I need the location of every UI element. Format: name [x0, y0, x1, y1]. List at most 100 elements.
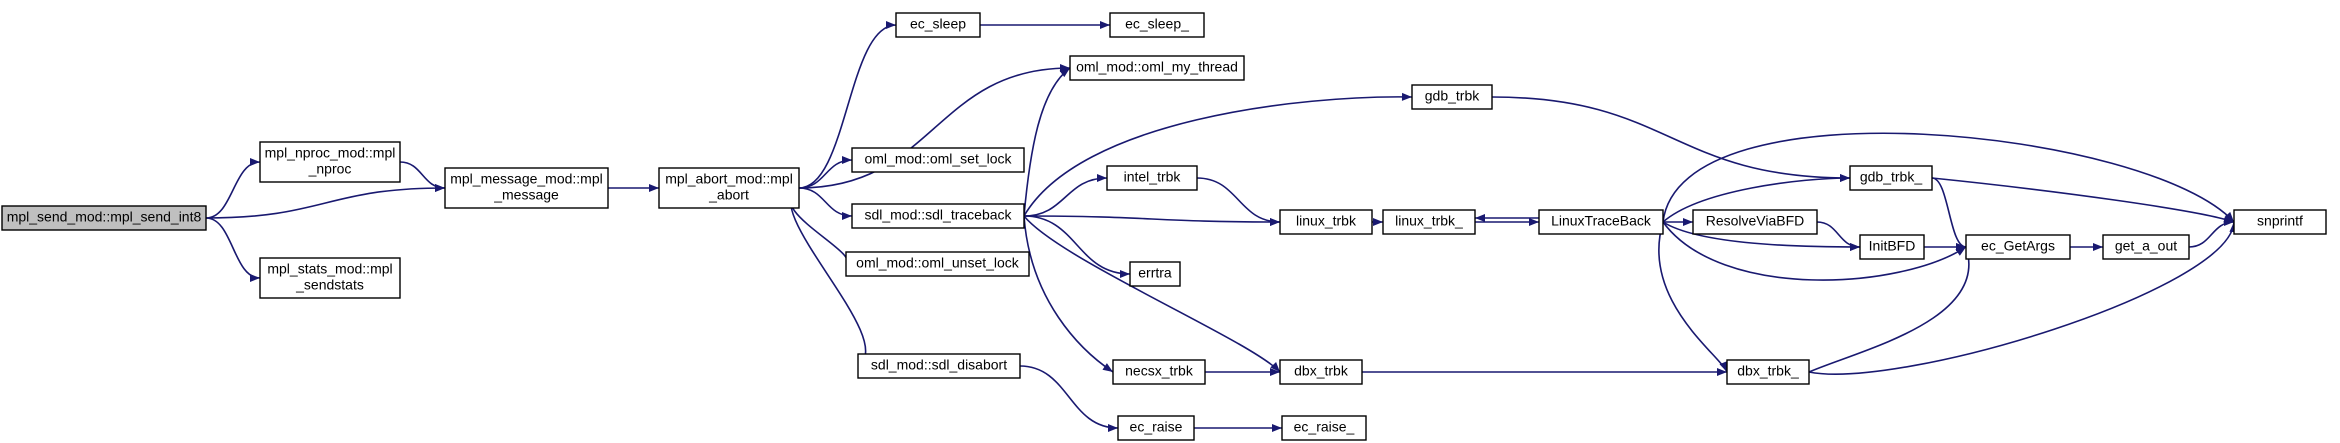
call-edge-LinuxTraceBack-to-ec_GetArgs [1662, 221, 1967, 281]
node-box[interactable] [1859, 234, 1925, 260]
node-box[interactable] [1692, 209, 1818, 235]
node-mpl_abort[interactable]: mpl_abort_mod::mpl_abort [658, 167, 800, 209]
call-edge-mpl_send_int8-to-mpl_nproc [205, 161, 261, 219]
node-ec_GetArgs[interactable]: ec_GetArgs [1965, 234, 2071, 260]
node-ResolveViaBFD[interactable]: ResolveViaBFD [1692, 209, 1818, 235]
edge-arrowhead [1401, 92, 1412, 101]
edges-layer [205, 21, 2238, 432]
node-label: mpl_send_mod::mpl_send_int8 [7, 209, 202, 225]
edge-arrowhead [1108, 424, 1118, 432]
node-mpl_nproc[interactable]: mpl_nproc_mod::mpl_nproc [259, 141, 401, 183]
node-dbx_trbk_[interactable]: dbx_trbk_ [1726, 359, 1810, 385]
node-box[interactable] [259, 141, 401, 183]
call-edge-mpl_abort-to-sdl_traceback [798, 187, 853, 217]
node-label: ec_GetArgs [1981, 238, 2055, 254]
call-edge-sdl_traceback-to-errtra [1023, 215, 1131, 275]
edge-arrowhead [1270, 218, 1280, 226]
node-box[interactable] [1279, 209, 1373, 235]
node-label: sdl_mod::sdl_traceback [864, 207, 1012, 223]
node-box[interactable] [851, 203, 1025, 229]
node-mpl_message[interactable]: mpl_message_mod::mpl_message [444, 167, 609, 209]
call-edge-LinuxTraceBack-to-snprintf [1662, 132, 2235, 223]
node-box[interactable] [857, 353, 1021, 379]
node-box[interactable] [1281, 415, 1367, 441]
edge-arrowhead [1529, 218, 1539, 226]
node-label: linux_trbk_ [1395, 213, 1463, 229]
node-errtra[interactable]: errtra [1129, 261, 1181, 287]
node-label: _abort [708, 187, 749, 203]
node-linux_trbk_[interactable]: linux_trbk_ [1382, 209, 1476, 235]
call-edge-mpl_abort-to-oml_my_thread [798, 67, 1071, 189]
call-edge-mpl_send_int8-to-mpl_message [205, 187, 446, 219]
call-edge-intel_trbk-to-linux_trbk [1196, 177, 1281, 223]
node-box[interactable] [2102, 234, 2190, 260]
node-gdb_trbk[interactable]: gdb_trbk [1411, 84, 1493, 110]
call-edge-mpl_abort-to-ec_sleep [798, 24, 897, 189]
node-label: snprintf [2257, 213, 2303, 229]
node-oml_my_thread[interactable]: oml_mod::oml_my_thread [1069, 55, 1245, 81]
node-sdl_traceback[interactable]: sdl_mod::sdl_traceback [851, 203, 1025, 229]
edge-arrowhead [842, 212, 852, 220]
node-box[interactable] [1112, 359, 1206, 385]
node-label: LinuxTraceBack [1551, 213, 1652, 229]
node-box[interactable] [1849, 165, 1933, 191]
node-InitBFD[interactable]: InitBFD [1859, 234, 1925, 260]
node-box[interactable] [895, 12, 981, 38]
node-snprintf[interactable]: snprintf [2233, 209, 2327, 235]
call-edge-dbx_trbk_-to-snprintf [1808, 221, 2235, 375]
node-box[interactable] [658, 167, 800, 209]
node-box[interactable] [1106, 165, 1198, 191]
node-dbx_trbk[interactable]: dbx_trbk [1279, 359, 1363, 385]
node-sdl_disabort[interactable]: sdl_mod::sdl_disabort [857, 353, 1021, 379]
node-box[interactable] [1726, 359, 1810, 385]
node-box[interactable] [1069, 55, 1245, 81]
node-label: mpl_stats_mod::mpl [267, 261, 392, 277]
node-box[interactable] [1129, 261, 1181, 287]
node-box[interactable] [1117, 415, 1195, 441]
node-ec_raise_[interactable]: ec_raise_ [1281, 415, 1367, 441]
node-box[interactable] [1382, 209, 1476, 235]
node-box[interactable] [1279, 359, 1363, 385]
node-label: necsx_trbk [1125, 363, 1194, 379]
call-edge-get_a_out-to-snprintf [2188, 221, 2235, 248]
call-edge-sdl_traceback-to-necsx_trbk [1023, 215, 1114, 373]
call-edge-sdl_traceback-to-gdb_trbk [1023, 96, 1413, 217]
node-necsx_trbk[interactable]: necsx_trbk [1112, 359, 1206, 385]
node-box[interactable] [1, 205, 207, 231]
node-intel_trbk[interactable]: intel_trbk [1106, 165, 1198, 191]
edge-arrowhead [1272, 424, 1282, 432]
call-edge-gdb_trbk_-to-ec_GetArgs [1931, 177, 1967, 248]
node-box[interactable] [845, 251, 1030, 277]
node-label: dbx_trbk_ [1737, 363, 1799, 379]
node-oml_set_lock[interactable]: oml_mod::oml_set_lock [851, 147, 1025, 173]
node-label: oml_mod::oml_set_lock [864, 151, 1012, 167]
node-oml_unset_lock[interactable]: oml_mod::oml_unset_lock [845, 251, 1030, 277]
call-edge-LinuxTraceBack-to-dbx_trbk_ [1658, 221, 1728, 373]
node-get_a_out[interactable]: get_a_out [2102, 234, 2190, 260]
node-box[interactable] [1411, 84, 1493, 110]
edge-arrowhead [886, 21, 896, 29]
node-label: _nproc [308, 161, 352, 177]
edge-arrowhead [2224, 218, 2234, 226]
node-label: ResolveViaBFD [1706, 213, 1805, 229]
node-box[interactable] [1538, 209, 1664, 235]
node-mpl_send_int8[interactable]: mpl_send_mod::mpl_send_int8 [1, 205, 207, 231]
node-ec_raise[interactable]: ec_raise [1117, 415, 1195, 441]
node-LinuxTraceBack[interactable]: LinuxTraceBack [1538, 209, 1664, 235]
node-label: errtra [1138, 265, 1172, 281]
node-linux_trbk[interactable]: linux_trbk [1279, 209, 1373, 235]
edge-arrowhead [842, 156, 852, 164]
node-ec_sleep_[interactable]: ec_sleep_ [1109, 12, 1205, 38]
node-label: mpl_nproc_mod::mpl [265, 145, 396, 161]
node-box[interactable] [1965, 234, 2071, 260]
node-box[interactable] [851, 147, 1025, 173]
node-mpl_sendstats[interactable]: mpl_stats_mod::mpl_sendstats [259, 257, 401, 299]
call-edge-gdb_trbk-to-gdb_trbk_ [1491, 96, 1851, 179]
node-box[interactable] [259, 257, 401, 299]
node-box[interactable] [444, 167, 609, 209]
node-gdb_trbk_[interactable]: gdb_trbk_ [1849, 165, 1933, 191]
node-box[interactable] [2233, 209, 2327, 235]
node-ec_sleep[interactable]: ec_sleep [895, 12, 981, 38]
edge-arrowhead [1102, 363, 1113, 372]
node-box[interactable] [1109, 12, 1205, 38]
